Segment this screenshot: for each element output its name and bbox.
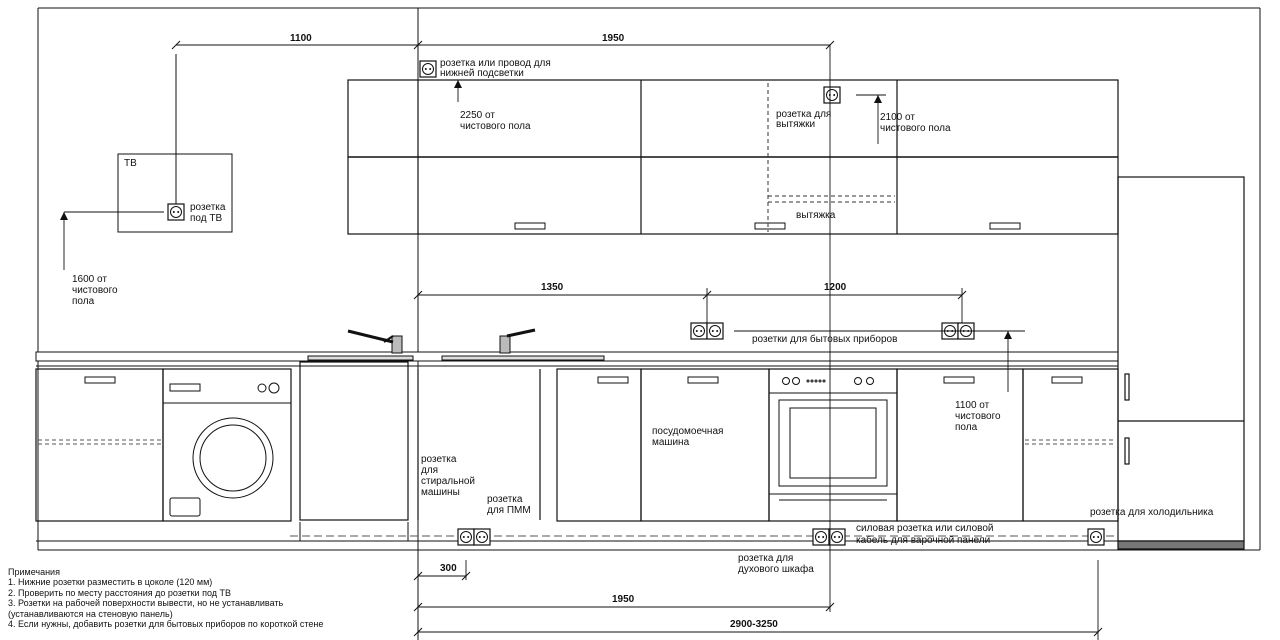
dashed-drawer-lines [38,439,1116,445]
hood-outline [767,83,895,232]
cooktop-socket-label: силовая розетка или силовой кабель для в… [856,523,996,546]
notes-block: Примечания 1. Нижние розетки разместить … [8,567,323,629]
hood-socket-icon [823,86,841,104]
appliance-socket-left-icon [691,323,723,339]
notes-title: Примечания [8,567,60,577]
oven-socket-label: розетка для духового шкафа [738,553,814,575]
fridge-socket-icon [1087,528,1105,546]
dim-bottom-span: 1950 [612,594,635,605]
hood-height-label: 2100 от чистового пола [880,112,951,134]
height-arrows [60,80,1012,339]
tv-label: ТВ [124,158,137,169]
lighting-height-label: 2250 от чистового пола [460,110,531,132]
washer-socket-label: розетка для стиральной машины [421,454,478,498]
dw-socket-label: розетка для ПММ [487,494,531,516]
hood-label: вытяжка [796,210,836,221]
dim-tv-offset: 1100 [290,33,312,44]
tv-socket-label: розетка под ТВ [190,202,228,224]
plinth [36,522,1118,542]
dim-counter-left: 1350 [541,282,564,293]
tv-height-label: 1600 от чистового пола [72,274,120,307]
note-item: 4. Если нужны, добавить розетки для быто… [8,619,324,630]
lighting-socket-icon [419,60,437,78]
note-item: 3. Розетки на рабочей поверхности вывест… [8,598,284,609]
fridge-socket-label: розетка для холодильника [1090,507,1214,518]
counter-height-label: 1100 от чистового пола [955,400,1003,433]
note-item: 2. Проверить по месту расстояния до розе… [8,587,232,598]
oven [769,377,897,501]
dimension-lines [63,44,1099,640]
countertop [35,351,1119,367]
tv-outline [117,54,233,233]
tv-socket-icon [167,203,185,221]
washing-machine [163,382,291,517]
faucet-right [499,328,536,354]
drawing-frame [37,7,1261,640]
cooktop-socket-icon [813,529,845,545]
lighting-socket-label: розетка или провод для нижней подсветки [440,58,554,79]
faucet-left [347,329,403,354]
dim-total-length: 2900-3250 [730,619,778,630]
dim-top-span: 1950 [602,33,625,44]
dimension-ticks [171,40,1103,637]
upper-cabinets [347,79,1119,235]
upper-cabinet-handles [514,222,1021,230]
hood-socket-label: розетка для вытяжки [776,109,834,130]
lower-cabinet-handles [84,376,1083,384]
dim-counter-right: 1200 [824,282,847,293]
appliance-sockets-label: розетки для бытовых приборов [752,333,897,345]
dim-bottom-offset: 300 [440,563,457,574]
washer-socket-icon [458,529,490,545]
lower-cabinets [35,361,1119,522]
note-item: (устанавливаются на стеновую панель) [8,608,173,619]
fridge [1117,176,1245,550]
note-item: 1. Нижние розетки разместить в цоколе (1… [8,577,213,588]
dishwasher-label: посудомоечная машина [652,426,726,448]
